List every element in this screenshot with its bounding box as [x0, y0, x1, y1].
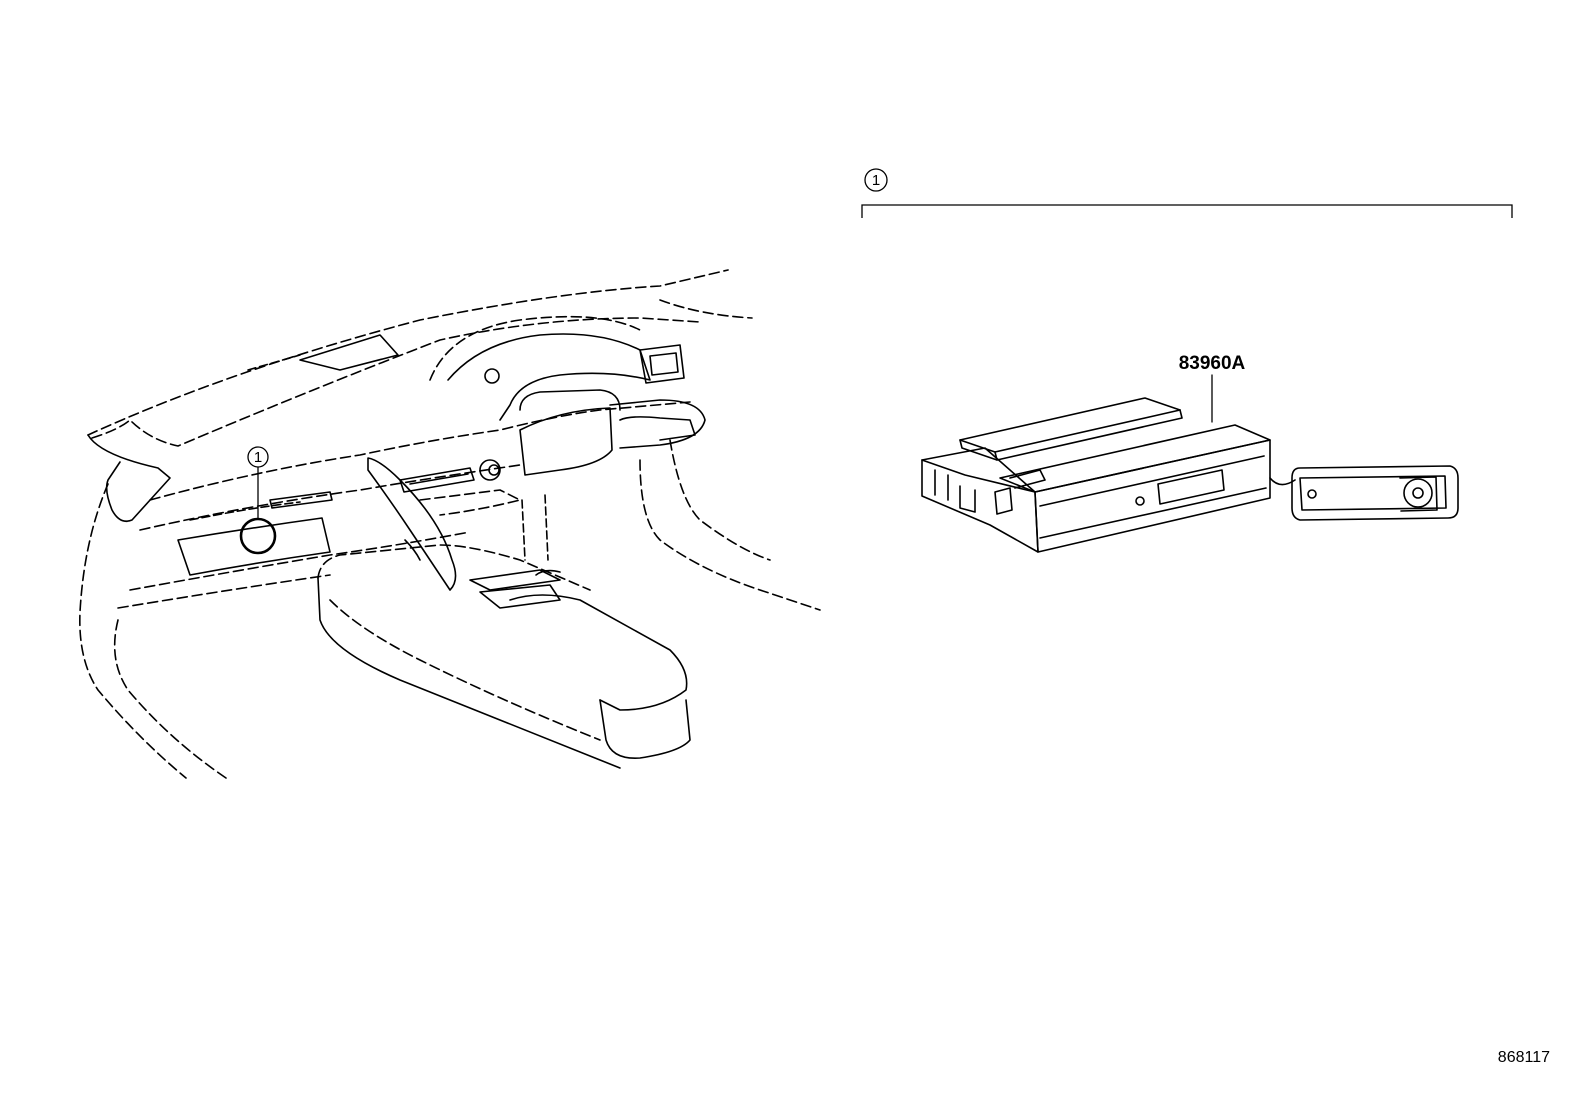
glovebox-panel — [177, 517, 331, 576]
console-armrest — [509, 594, 688, 711]
module-lid-front — [996, 409, 1183, 461]
steering-column-top — [609, 399, 706, 449]
cluster-right-part — [619, 416, 696, 441]
callout-number-group: 1 — [872, 172, 880, 189]
console-tray-inner — [479, 584, 561, 609]
dash-bottom-edge — [117, 574, 331, 609]
module-screw — [1135, 496, 1145, 506]
glovebox-trim — [189, 501, 301, 521]
center-vent-lines — [409, 473, 469, 485]
dash-face-middle — [139, 464, 521, 531]
console-body — [317, 544, 591, 591]
antenna-screw — [1307, 489, 1317, 499]
small-round-part — [484, 368, 500, 384]
connector-block-tab — [994, 487, 1013, 515]
diagram-number: 868117 — [1498, 1049, 1550, 1066]
console-arm-slot — [404, 539, 421, 561]
left-pillar — [87, 434, 171, 523]
dash-face-lower — [129, 531, 471, 591]
antenna-knob-inner — [1412, 487, 1424, 499]
dash-right-vent-inner — [649, 352, 679, 376]
console-armrest-front — [599, 699, 691, 759]
connector-block-edge — [1009, 469, 1046, 489]
dash-right-vent — [639, 344, 685, 384]
left-door-edge — [79, 483, 187, 779]
console-side — [329, 599, 601, 741]
glovebox-slot — [269, 491, 333, 509]
cluster-hood-back — [429, 315, 641, 381]
console-top — [317, 577, 621, 769]
cluster-face — [519, 407, 613, 476]
dash-upper-surface — [91, 317, 701, 447]
dash-top-far-edge — [659, 299, 753, 319]
connector-block-detail — [934, 469, 976, 513]
bracket-line — [861, 204, 1513, 218]
module-front-face — [1034, 439, 1271, 553]
center-vent-left — [399, 467, 475, 493]
module-lid-side — [959, 439, 998, 461]
defroster-vent — [299, 334, 399, 371]
antenna-body-inner — [1299, 475, 1447, 511]
right-door-edge-outer — [669, 439, 771, 561]
antenna-knob-housing — [1399, 476, 1438, 512]
module-front-inner — [1039, 455, 1267, 539]
right-door-edge — [639, 459, 821, 611]
dash-face-upper — [149, 401, 691, 501]
console-tray — [469, 569, 561, 591]
center-stack — [419, 489, 521, 516]
defroster-vent-inner — [247, 354, 301, 371]
console-cup — [535, 569, 561, 576]
console-arm — [367, 457, 457, 591]
center-knob — [479, 459, 501, 481]
console-support — [521, 494, 549, 561]
dash-top-edge — [87, 269, 729, 436]
callout-circle-group — [864, 168, 888, 192]
module-illustration — [921, 374, 1459, 553]
antenna-body — [1291, 465, 1459, 521]
interior-callout: 1 — [239, 446, 277, 555]
connector-block — [921, 447, 1039, 553]
part-number-label: 83960A — [1179, 353, 1246, 374]
antenna-knob-outer — [1403, 478, 1433, 508]
callout-number-interior: 1 — [254, 449, 262, 466]
module-location-circle — [239, 517, 277, 555]
center-knob-inner — [488, 464, 500, 476]
dashboard-illustration — [79, 269, 821, 779]
left-door-edge-inner — [113, 619, 227, 779]
module-label-window — [1157, 469, 1225, 505]
group-bracket: 1 — [861, 168, 1513, 218]
cluster-pod — [519, 389, 621, 411]
connector-block-top — [921, 459, 1036, 493]
